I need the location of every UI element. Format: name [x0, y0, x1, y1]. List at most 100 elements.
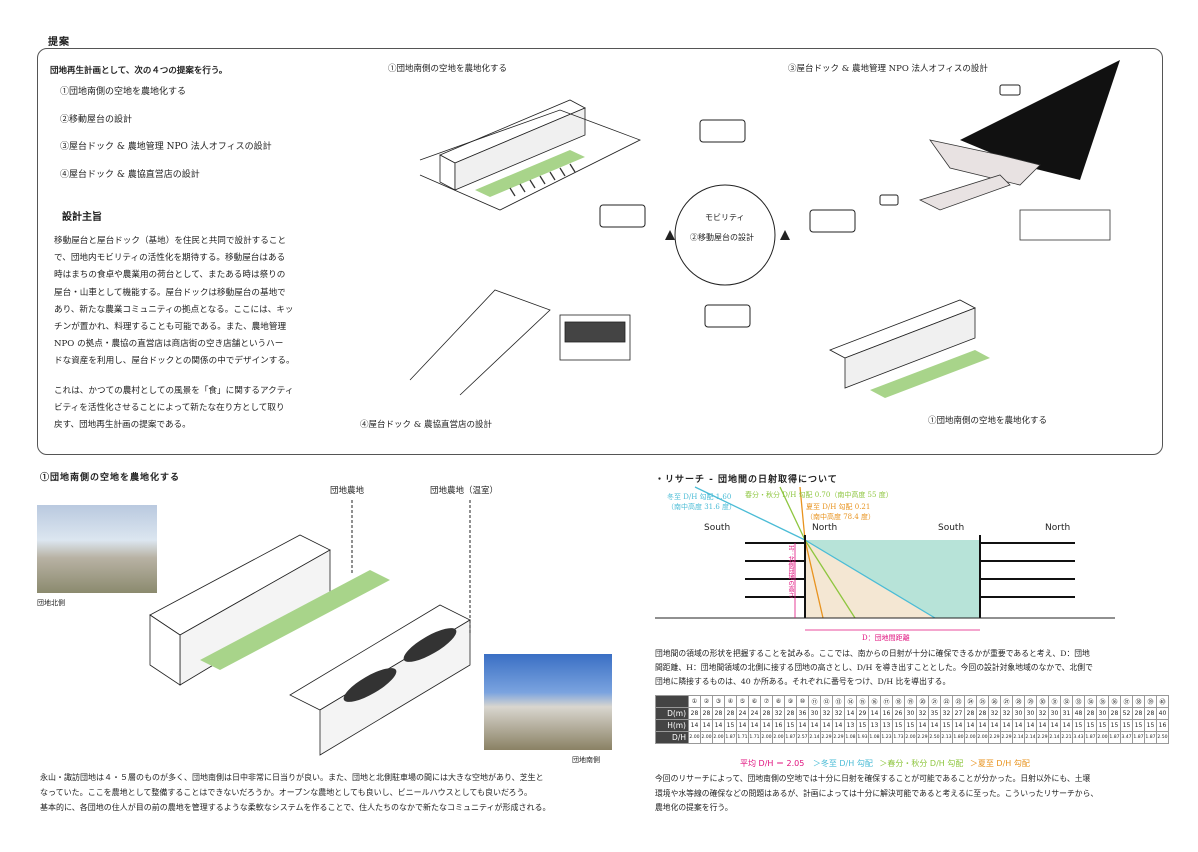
table-cell: 14: [712, 719, 725, 732]
table-cell: 2.00: [688, 731, 701, 744]
proposal-item-3: ③屋台ドック & 農地管理 NPO 法人オフィスの設計: [60, 142, 272, 152]
table-corner: [655, 695, 689, 708]
conclusion-text: 今回のリサーチによって、団地南側の空地では十分に日射を確保することが可能であるこ…: [655, 772, 1098, 816]
table-cell: 14: [748, 719, 761, 732]
proposal-item-4: ④屋台ドック & 農協直営店の設計: [60, 170, 200, 180]
table-cell: 1.08: [868, 731, 881, 744]
table-cell: 14: [844, 707, 857, 720]
table-cell: 30: [904, 707, 917, 720]
table-cell: 32: [772, 707, 785, 720]
conclusion-line: 今回のリサーチによって、団地南側の空地では十分に日射を確保することが可能であるこ…: [655, 774, 1091, 783]
table-cell: 2.00: [904, 731, 917, 744]
table-cell: 52: [1120, 707, 1133, 720]
table-cell: 32: [988, 707, 1001, 720]
conclusion-line: 環境や水等線の確保などの問題はあるが、計画によっては十分に解決可能であると考える…: [655, 788, 1099, 798]
table-cell: 14: [976, 719, 989, 732]
table-cell: 14: [1000, 719, 1013, 732]
sun-angle-diagram: [655, 486, 1115, 631]
photo-north-caption: 団地北側: [37, 599, 65, 607]
method-line: 団地に隣接するものは、40 か所ある。それぞれに番号をつけ、D/H 比を導出する…: [655, 677, 951, 686]
table-cell: 2.00: [712, 731, 725, 744]
table-cell: ①: [688, 695, 701, 708]
design-line: チンが置かれ、料理することも可能である。また、農地管理: [54, 322, 287, 333]
table-cell: 1.71: [736, 731, 749, 744]
table-cell: ㉛: [1048, 695, 1061, 708]
farm-strip: [200, 570, 390, 670]
table-cell: 2.29: [988, 731, 1001, 744]
table-cell: 1.80: [952, 731, 965, 744]
d-label: D：団地間距離: [862, 634, 910, 642]
table-cell: 40: [1156, 707, 1169, 720]
table-cell: 1.87: [784, 731, 797, 744]
table-cell: 13: [880, 719, 893, 732]
table-cell: ⑧: [772, 695, 785, 708]
table-cell: 3.47: [1120, 731, 1133, 744]
body-line: 基本的に、各団地の住人が目の前の農地を管理するような柔軟なシステムを作ることで、…: [40, 803, 551, 812]
method-text: 団地間の領域の形状を把握することを試みる。ここでは、南からの日射が十分に確保でき…: [655, 647, 1093, 689]
table-cell: ⑩: [796, 695, 809, 708]
table-cell: 24: [748, 707, 761, 720]
table-cell: 48: [1072, 707, 1085, 720]
proposal-item-2: ②移動屋台の設計: [60, 115, 133, 125]
row-label-dh: D/H: [655, 731, 689, 744]
table-cell: ㉗: [1000, 695, 1013, 708]
table-cell: ③: [712, 695, 725, 708]
table-cell: ⑲: [904, 695, 917, 708]
intro-text: 団地再生計画として、次の４つの提案を行う。: [50, 66, 228, 76]
table-cell: 14: [1012, 719, 1025, 732]
south-label-2: South: [938, 523, 965, 533]
table-cell: ⑨: [784, 695, 797, 708]
table-cell: 1.87: [1144, 731, 1157, 744]
table-cell: 14: [1048, 719, 1061, 732]
table-cell: 2.13: [940, 731, 953, 744]
table-cell: ㉜: [1060, 695, 1073, 708]
table-cell: 24: [736, 707, 749, 720]
table-cell: ㉙: [1024, 695, 1037, 708]
design-line: ビティを活性化させることによって新たな在り方として取り: [54, 403, 285, 414]
page-title: 提案: [48, 37, 70, 48]
design-paragraph-1: 移動屋台と屋台ドック（基地）を住民と共同で設計すること で、団地内モビリティの活…: [54, 233, 344, 371]
table-cell: 14: [988, 719, 1001, 732]
summer-label-2: （南中高度 78.4 度）: [806, 513, 876, 521]
table-cell: 14: [868, 707, 881, 720]
h-label: H：北側団地の高さ: [787, 545, 794, 599]
table-cell: 14: [796, 719, 809, 732]
table-cell: 28: [724, 707, 737, 720]
table-cell: 14: [700, 719, 713, 732]
design-line: ドな資産を利用し、屋台ドックとの関係の中でデザインする。: [54, 356, 295, 367]
table-cell: 15: [904, 719, 917, 732]
farm-section-illustration: [149, 500, 471, 756]
table-cell: ㊲: [1120, 695, 1133, 708]
table-cell: 14: [916, 719, 929, 732]
table-cell: 28: [1132, 707, 1145, 720]
conclusion-line: 農地化の提案を行う。: [655, 803, 733, 812]
table-cell: ⑪: [808, 695, 821, 708]
proposal-panel: [37, 48, 1163, 455]
table-cell: 14: [1036, 719, 1049, 732]
section2-title: ・リサーチ - 団地間の日射取得について: [655, 475, 838, 485]
table-cell: 14: [808, 719, 821, 732]
table-cell: 13: [868, 719, 881, 732]
avg-value: 平均 D/H ＝ 2.05: [740, 759, 805, 768]
table-cell: ⑫: [820, 695, 833, 708]
table-cell: 15: [1096, 719, 1109, 732]
table-cell: ㉝: [1072, 695, 1085, 708]
table-cell: ㉕: [976, 695, 989, 708]
design-line: 屋台・山車として機能する。屋台ドックは移動屋台の基地で: [54, 287, 286, 298]
table-cell: 30: [808, 707, 821, 720]
north-label-1: North: [812, 523, 838, 533]
avg-summer: ＞夏至 D/H 勾配: [969, 759, 1030, 768]
method-line: 間距離、H：団地間領域の北側に接する団地の高さとし、D/H を導き出すこととした…: [655, 663, 1093, 672]
table-cell: 28: [688, 707, 701, 720]
table-cell: 2.21: [1060, 731, 1073, 744]
table-cell: 1.71: [748, 731, 761, 744]
table-cell: ⑳: [916, 695, 929, 708]
table-cell: 2.57: [796, 731, 809, 744]
table-cell: 35: [928, 707, 941, 720]
store-illustration: [409, 289, 631, 396]
table-cell: ㉒: [940, 695, 953, 708]
table-cell: 16: [880, 707, 893, 720]
table-cell: 15: [724, 719, 737, 732]
table-cell: ㊱: [1108, 695, 1121, 708]
table-cell: ⑦: [760, 695, 773, 708]
